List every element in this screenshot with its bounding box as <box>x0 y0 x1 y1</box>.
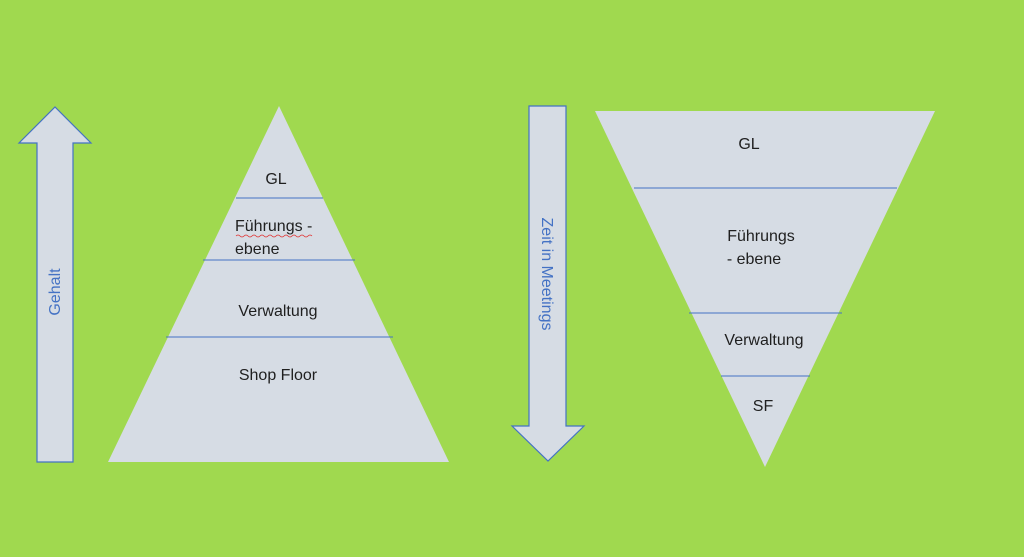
inverted-level-fuehrung-line2: - ebene <box>727 251 781 268</box>
inverted-level-sf: SF <box>753 398 774 415</box>
salary-arrow-label: Gehalt <box>47 268 64 316</box>
spellcheck-squiggle <box>235 234 313 238</box>
inverted-level-verwaltung: Verwaltung <box>724 332 803 349</box>
inverted-level-gl: GL <box>738 136 759 153</box>
pyramid-level-verwaltung: Verwaltung <box>238 303 317 320</box>
pyramid-level-gl: GL <box>265 171 286 188</box>
down-arrow-shape <box>510 105 586 462</box>
pyramid-level-fuehrung-line2: ebene <box>235 241 280 258</box>
pyramid-level-shop-floor: Shop Floor <box>239 367 318 384</box>
salary-arrow: Gehalt <box>17 106 93 463</box>
pyramid-level-fuehrung-line1: Führungs - <box>235 218 312 235</box>
pyramid-shape <box>108 106 449 462</box>
meeting-time-arrow-label: Zeit in Meetings <box>538 218 555 331</box>
inverted-pyramid: GL Führungs - ebene Verwaltung SF <box>595 111 935 467</box>
up-arrow-shape <box>17 106 93 463</box>
inverted-level-fuehrung-line1: Führungs <box>727 228 795 245</box>
inverted-pyramid-shape <box>595 111 935 467</box>
hierarchy-pyramid: GL Führungs - ebene Verwaltung Shop Floo… <box>108 106 449 462</box>
meeting-time-arrow: Zeit in Meetings <box>510 105 586 462</box>
